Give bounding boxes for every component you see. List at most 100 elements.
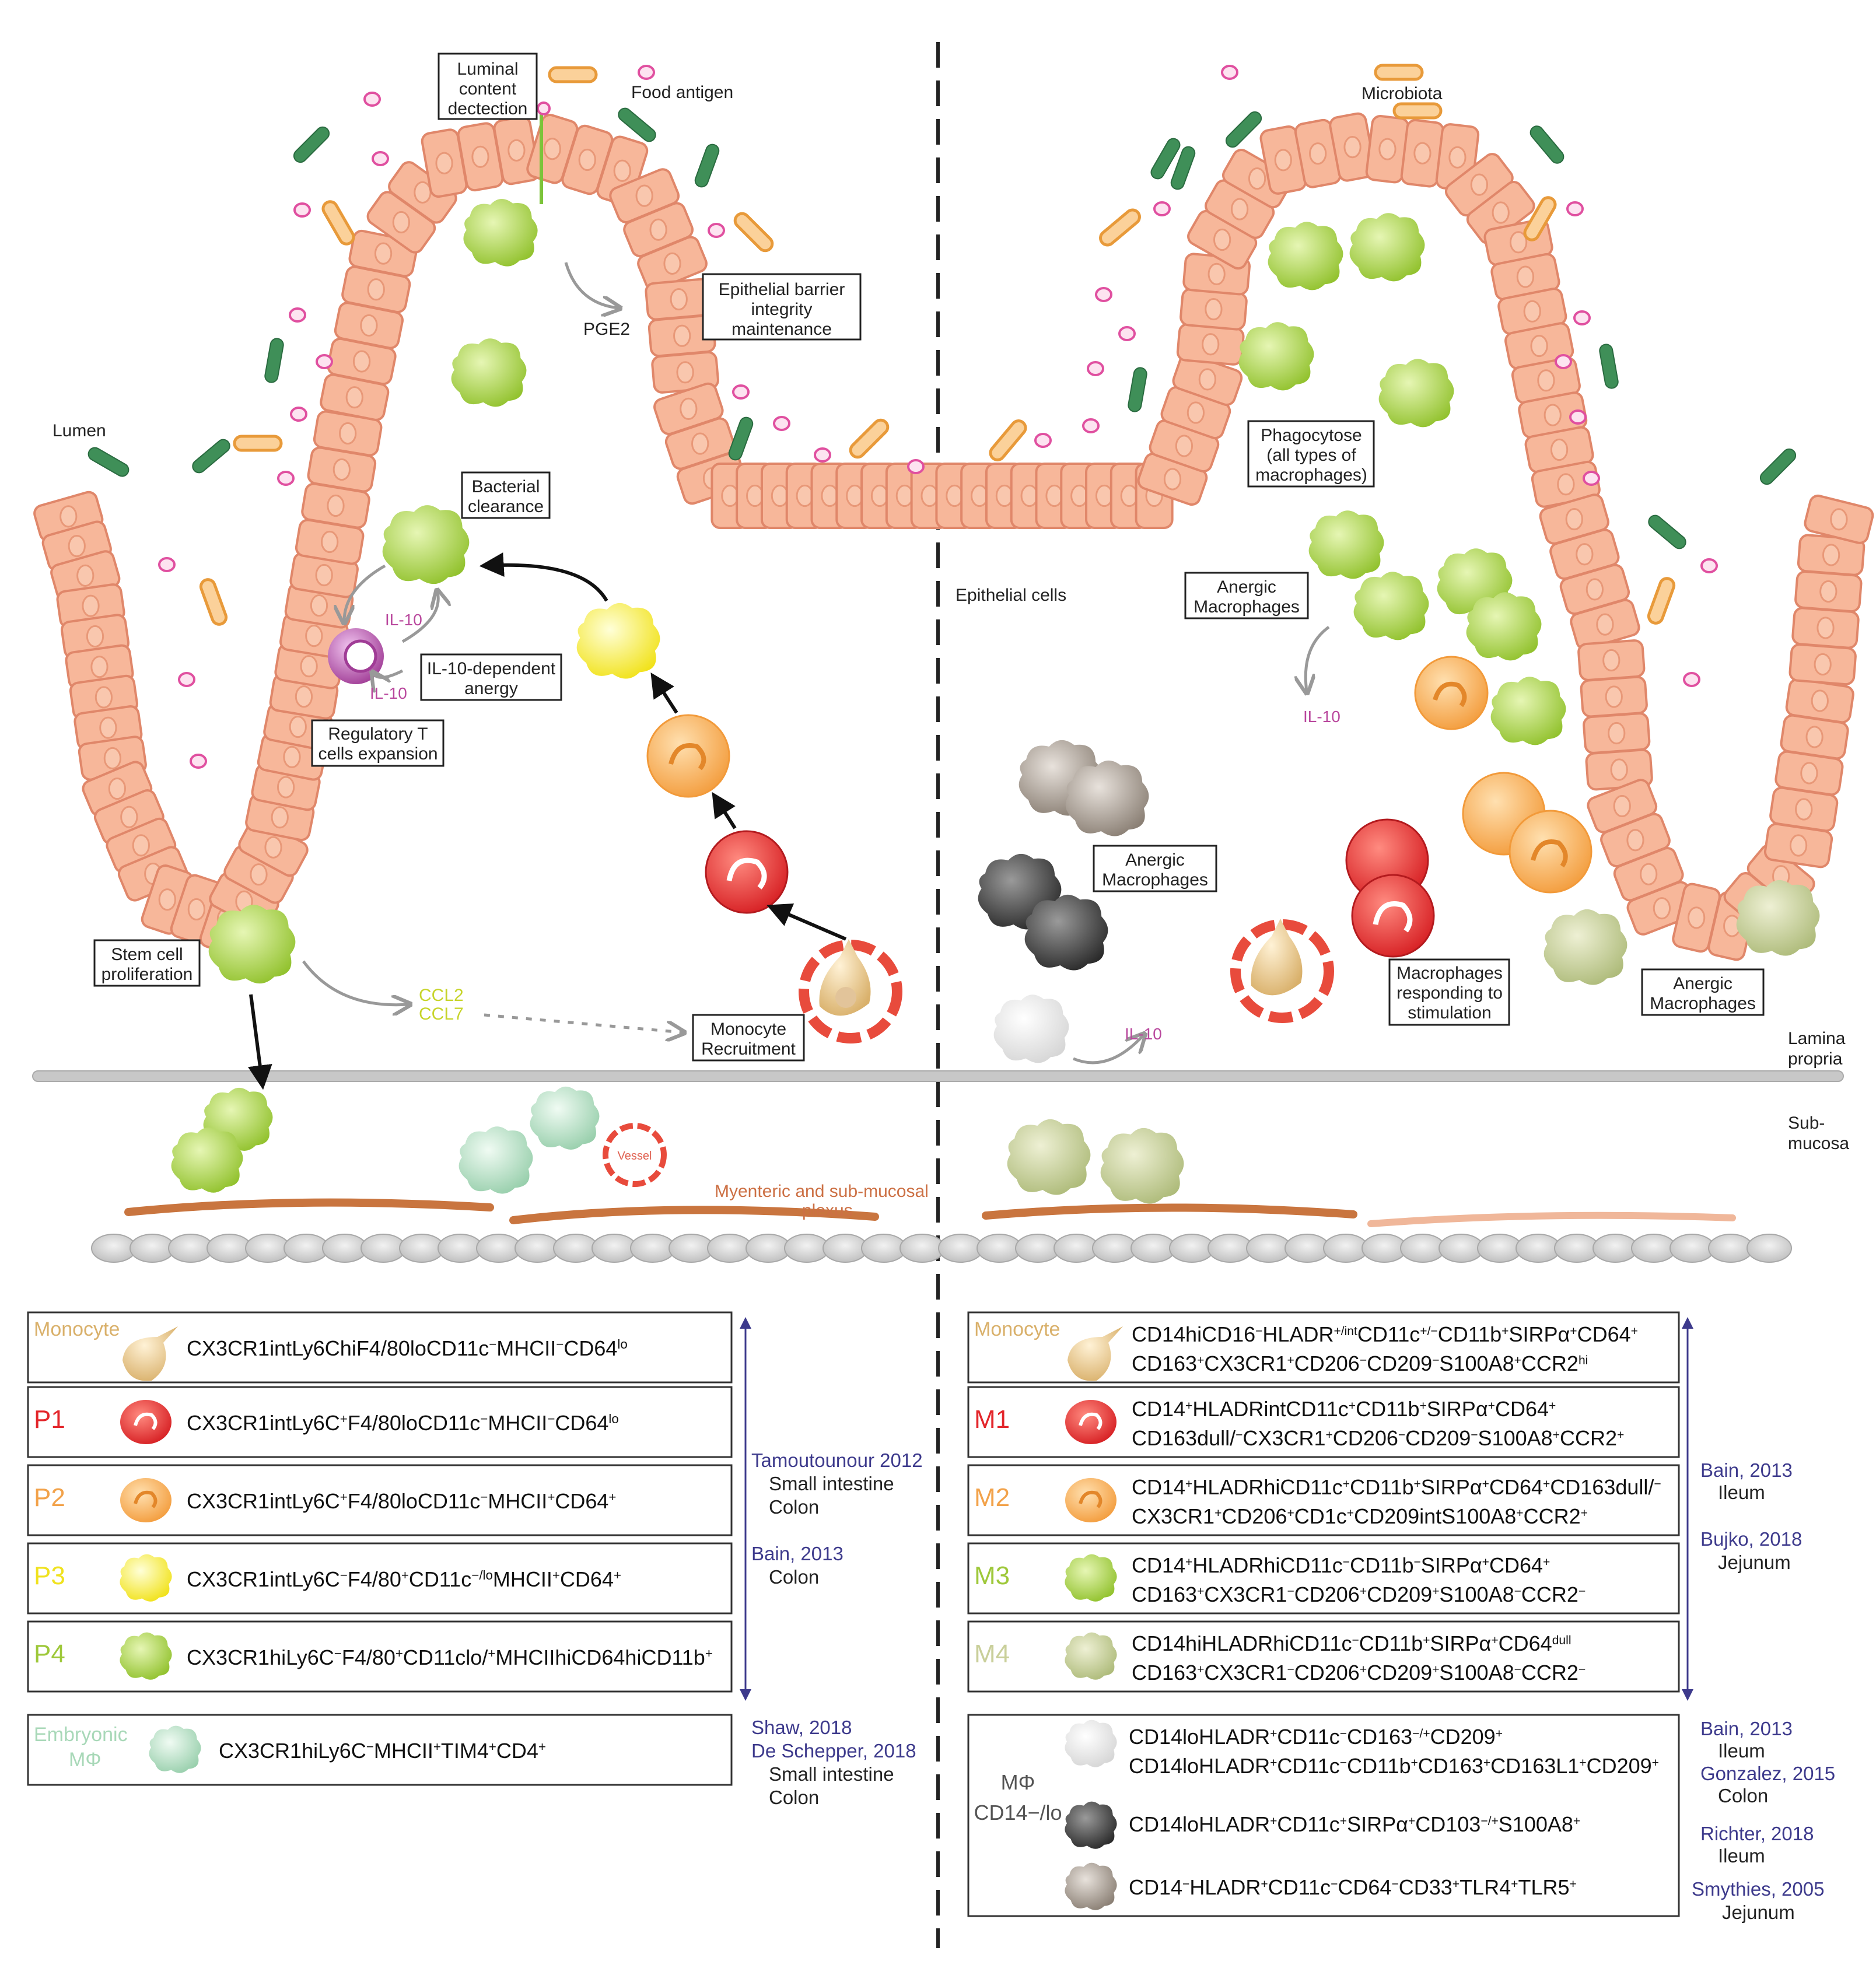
svg-text:Colon: Colon xyxy=(769,1566,819,1588)
treg-expansion-box: Regulatory T cells expansion xyxy=(311,719,444,767)
svg-text:Tamoutounour 2012: Tamoutounour 2012 xyxy=(751,1449,923,1471)
muscularis-band xyxy=(32,1070,1844,1082)
white-macrophage-icon xyxy=(1065,1720,1117,1767)
svg-text:proliferation: proliferation xyxy=(102,965,193,984)
plexus-cell xyxy=(1592,1234,1638,1263)
monocyte-orange-m2 xyxy=(1414,656,1489,730)
monocyte-icon xyxy=(123,1326,178,1381)
microbiota-label: Microbiota xyxy=(1362,84,1443,103)
vessel xyxy=(603,1123,667,1187)
mouse-refs: Tamoutounour 2012 Small intestine Colon … xyxy=(751,1449,923,1808)
macrophage-bacterial-clearance xyxy=(382,505,470,584)
svg-text:Gonzalez, 2015: Gonzalez, 2015 xyxy=(1700,1763,1835,1784)
monocyte-orange-p2 xyxy=(646,714,730,798)
svg-text:Bacterial: Bacterial xyxy=(472,477,540,496)
macrophage-icon xyxy=(1065,1632,1117,1680)
svg-text:Bain, 2013: Bain, 2013 xyxy=(1700,1718,1793,1739)
black-macrophage-icon xyxy=(1065,1801,1117,1849)
plexus-cell xyxy=(553,1234,598,1263)
antigen-particle xyxy=(190,754,207,769)
antigen-particle xyxy=(1118,326,1136,341)
svg-text:Colon: Colon xyxy=(769,1496,819,1518)
macrophage-olive xyxy=(1544,909,1628,985)
bacterium xyxy=(1170,146,1196,190)
plexus-cell xyxy=(746,1234,791,1263)
svg-text:Small intestine: Small intestine xyxy=(769,1473,894,1494)
marker-text: CX3CR1intLy6C−F4/80+CD11c−/loMHCII+CD64+ xyxy=(187,1567,621,1591)
marker-text: CX3CR1hiLy6C−F4/80+CD11clo/+MHCIIhiCD64h… xyxy=(187,1645,713,1669)
yellow-macrophage-icon xyxy=(120,1554,172,1602)
svg-text:Small intestine: Small intestine xyxy=(769,1763,894,1785)
mouse-table: MonocyteCX3CR1intLy6ChiF4/80loCD11c−MHCI… xyxy=(27,1311,733,1786)
anergic-box-3: Anergic Macrophages xyxy=(1641,968,1765,1016)
monocyte-red-p1 xyxy=(705,830,789,914)
plexus-cell xyxy=(206,1234,252,1263)
svg-text:Stem cell: Stem cell xyxy=(111,945,183,964)
marker-text: CD14loHLADR+CD11c+SIRPα+CD103−/+S100A8+ xyxy=(1129,1812,1580,1836)
plexus-cell xyxy=(1670,1234,1715,1263)
bacterium xyxy=(1150,138,1181,180)
human-row-label: M4 xyxy=(974,1640,1010,1668)
svg-text:Epithelial barrier: Epithelial barrier xyxy=(719,280,845,299)
svg-text:Ileum: Ileum xyxy=(1718,1740,1765,1762)
submucosa-label: mucosa xyxy=(1788,1134,1849,1153)
plexus-cell xyxy=(1708,1234,1754,1263)
antigen-particle xyxy=(178,672,195,687)
macrophage-white xyxy=(993,994,1069,1063)
food-particle xyxy=(1374,64,1424,81)
svg-text:Bain, 2013: Bain, 2013 xyxy=(751,1543,844,1564)
il10-label: IL-10 xyxy=(1303,708,1340,726)
antigen-particle xyxy=(1683,672,1700,687)
human-row-label: M2 xyxy=(974,1483,1010,1512)
marker-text: CX3CR1hiLy6C−MHCII+TIM4+CD4+ xyxy=(219,1739,546,1763)
antigen-particle xyxy=(363,92,381,107)
red-monocyte-icon xyxy=(120,1400,172,1444)
plexus-cell xyxy=(1438,1234,1484,1263)
antigen-particle xyxy=(289,307,306,323)
macrophage-anergic xyxy=(1353,572,1429,640)
macrophage-anergic xyxy=(1308,510,1384,579)
svg-text:Macrophages: Macrophages xyxy=(1102,870,1208,890)
nerve-fiber xyxy=(1367,1211,1736,1227)
bacterium xyxy=(1530,125,1564,164)
embryonic-macrophage-icon xyxy=(149,1725,201,1773)
bacterium xyxy=(1759,448,1797,485)
marker-text: CX3CR1intLy6ChiF4/80loCD11c−MHCII−CD64lo xyxy=(187,1336,628,1360)
monocyte-red-m1 xyxy=(1351,874,1435,958)
antigen-particle xyxy=(1700,558,1718,573)
plexus-cell xyxy=(668,1234,714,1263)
macrophage-olive-submucosa xyxy=(1100,1127,1184,1204)
food-particle xyxy=(199,578,228,626)
stem-cell-box: Stem cell proliferation xyxy=(93,939,201,987)
antigen-particle xyxy=(708,223,725,238)
monocyte-icon xyxy=(1065,1400,1116,1444)
bacterium xyxy=(1599,344,1619,389)
responding-box: Macrophages responding to stimulation xyxy=(1388,958,1510,1026)
bacterium xyxy=(728,416,754,461)
antigen-particle xyxy=(316,354,333,369)
svg-text:IL-10-dependent: IL-10-dependent xyxy=(427,659,556,678)
marker-text: CD14+HLADRintCD11c+CD11b+SIRPα+CD64+ xyxy=(1132,1397,1556,1421)
bacterium xyxy=(1128,367,1147,412)
plexus-cell xyxy=(592,1234,637,1263)
antigen-particle xyxy=(1082,418,1100,433)
macrophage-black xyxy=(1024,894,1108,971)
marker-text: CD14loHLADR+CD11c−CD163−/+CD209+ xyxy=(1129,1725,1503,1749)
antigen-particle xyxy=(732,384,750,400)
svg-text:anergy: anergy xyxy=(464,679,518,698)
food-particle xyxy=(733,212,774,253)
plexus-label: Myenteric and sub-mucosal xyxy=(715,1182,929,1201)
svg-text:macrophages): macrophages) xyxy=(1255,465,1367,485)
macrophage-olive-submucosa xyxy=(1007,1119,1091,1195)
plexus-cell xyxy=(1554,1234,1600,1263)
food-particle xyxy=(233,435,283,452)
svg-text:maintenance: maintenance xyxy=(732,320,832,339)
mouse-row-label: P4 xyxy=(34,1640,65,1668)
il10-label: IL-10 xyxy=(1125,1025,1162,1043)
plexus-label: plexus xyxy=(802,1201,853,1220)
ccl2-label: CCL2 xyxy=(419,986,464,1005)
epithelial-barrier-box: Epithelial barrier integrity maintenance xyxy=(702,273,862,341)
svg-text:Luminal: Luminal xyxy=(457,59,518,79)
